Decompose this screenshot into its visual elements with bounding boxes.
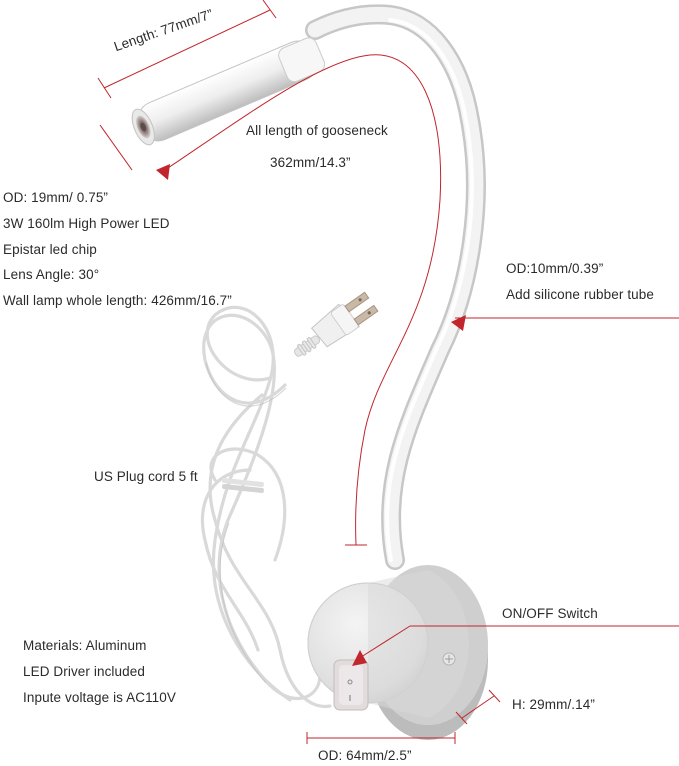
spec-lens-angle: Lens Angle: 30° bbox=[3, 267, 100, 282]
height-label: H: 29mm/.14” bbox=[512, 697, 595, 712]
base-od-label: OD: 64mm/2.5” bbox=[318, 748, 412, 763]
cord-tie bbox=[221, 478, 264, 493]
gooseneck-length-title: All length of gooseneck bbox=[246, 123, 388, 138]
power-cord bbox=[200, 305, 332, 709]
switch-label: ON/OFF Switch bbox=[502, 606, 598, 621]
annotations bbox=[97, 0, 679, 744]
arrow-markers bbox=[156, 164, 466, 666]
wall-base bbox=[307, 565, 488, 740]
plug-cord-label: US Plug cord 5 ft bbox=[94, 469, 198, 484]
us-plug-icon bbox=[293, 291, 379, 357]
arrow-switch-icon bbox=[352, 650, 367, 666]
spec-whole-length: Wall lamp whole length: 426mm/16.7” bbox=[3, 293, 232, 308]
materials-label: Materials: Aluminum bbox=[23, 638, 147, 653]
spec-led-chip: Epistar led chip bbox=[3, 242, 97, 257]
driver-label: LED Driver included bbox=[23, 664, 145, 679]
tube-od-label: OD:10mm/0.39” bbox=[506, 261, 604, 276]
voltage-label: Inpute voltage is AC110V bbox=[23, 690, 177, 705]
on-off-switch-icon bbox=[333, 659, 369, 711]
lamp-head bbox=[131, 37, 326, 146]
cord-shadow bbox=[205, 362, 287, 684]
spec-od: OD: 19mm/ 0.75” bbox=[3, 190, 109, 205]
spec-led-power: 3W 160lm High Power LED bbox=[3, 216, 170, 231]
arrow-head-icon bbox=[156, 164, 170, 180]
gooseneck-length-value: 362mm/14.3” bbox=[270, 155, 351, 170]
tube-material-label: Add silicone rubber tube bbox=[506, 287, 654, 302]
gooseneck bbox=[305, 4, 486, 570]
arrow-tube-icon bbox=[451, 315, 466, 331]
